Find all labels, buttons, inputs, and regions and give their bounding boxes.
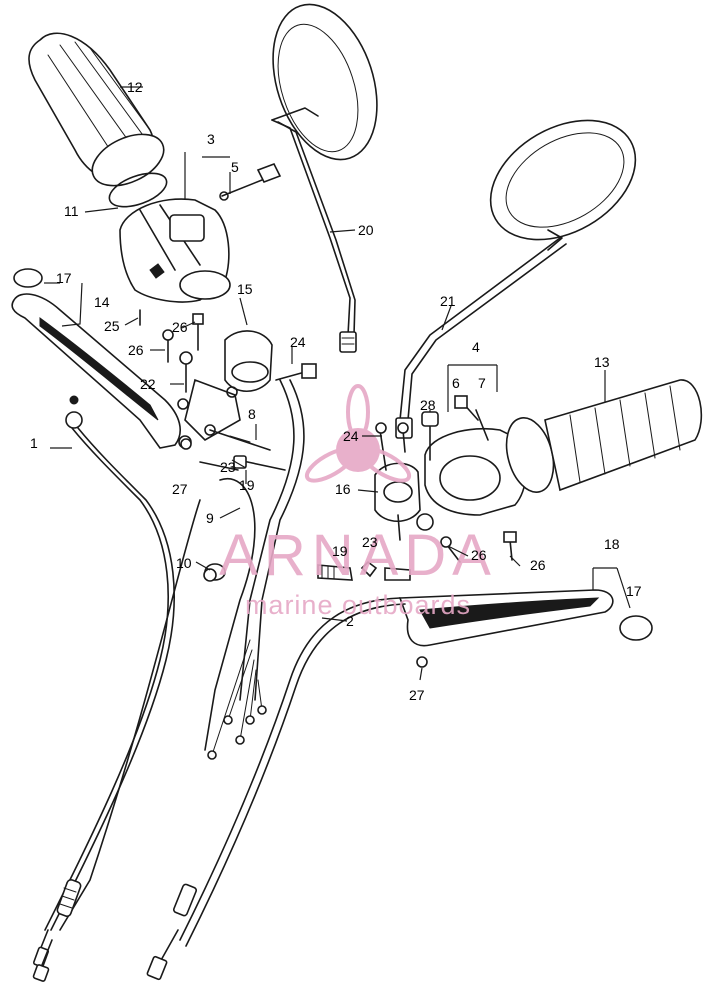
- callout-22: 22: [140, 376, 156, 392]
- left-mirror: [271, 3, 378, 353]
- lower-fasteners: [203, 560, 411, 582]
- left-grip: [28, 32, 168, 208]
- leader-lines: [44, 86, 631, 681]
- callout-9: 9: [206, 510, 214, 526]
- callout-15: 15: [237, 281, 253, 297]
- right-lever: [398, 589, 653, 668]
- callout-4: 4: [472, 339, 480, 355]
- left-lever-bracket: [184, 330, 273, 441]
- callout-19b: 19: [332, 543, 348, 559]
- left-bolts: [139, 309, 317, 471]
- callout-26b: 26: [172, 319, 188, 335]
- callout-2: 2: [346, 613, 354, 629]
- callout-20: 20: [358, 222, 374, 238]
- callout-17b: 17: [626, 583, 642, 599]
- callout-5: 5: [231, 159, 239, 175]
- watermark-tagline: marine outboards: [245, 590, 471, 620]
- callout-27a: 27: [172, 481, 188, 497]
- callout-23a: 23: [220, 459, 236, 475]
- callout-11: 11: [64, 203, 79, 219]
- right-mirror: [395, 119, 637, 439]
- callout-6: 6: [452, 375, 460, 391]
- callout-24b: 24: [343, 428, 359, 444]
- callout-19a: 19: [239, 477, 255, 493]
- callout-17a: 17: [56, 270, 72, 286]
- left-lever: [11, 268, 192, 449]
- right-grip: [505, 379, 703, 493]
- callout-8: 8: [248, 406, 256, 422]
- cables: [32, 379, 406, 982]
- right-screws: [375, 395, 517, 563]
- callout-26c: 26: [471, 547, 487, 563]
- screw-5: [219, 162, 282, 201]
- callout-7: 7: [478, 375, 486, 391]
- callout-25: 25: [104, 318, 120, 334]
- callout-26d: 26: [530, 557, 546, 573]
- callout-14: 14: [94, 294, 110, 310]
- callout-1: 1: [30, 435, 38, 451]
- callout-23b: 23: [362, 534, 378, 550]
- callout-10: 10: [176, 555, 192, 571]
- callout-21: 21: [440, 293, 456, 309]
- callout-12: 12: [127, 79, 143, 95]
- left-switch-housing: [119, 198, 231, 303]
- callout-28: 28: [420, 397, 436, 413]
- watermark-brand: ARNADA: [219, 523, 497, 588]
- callout-13: 13: [594, 354, 610, 370]
- callout-16: 16: [335, 481, 351, 497]
- callout-3: 3: [207, 131, 215, 147]
- callout-24a: 24: [290, 334, 306, 350]
- watermark: ARNADA marine outboards: [219, 384, 497, 620]
- callout-18: 18: [604, 536, 620, 552]
- propeller-logo-icon: [304, 384, 412, 483]
- callout-labels: 1 2 3 4 5 6 7 8 9 10 11 12 13 14 15 16 1…: [30, 79, 642, 703]
- callout-26a: 26: [128, 342, 144, 358]
- callout-27b: 27: [409, 687, 425, 703]
